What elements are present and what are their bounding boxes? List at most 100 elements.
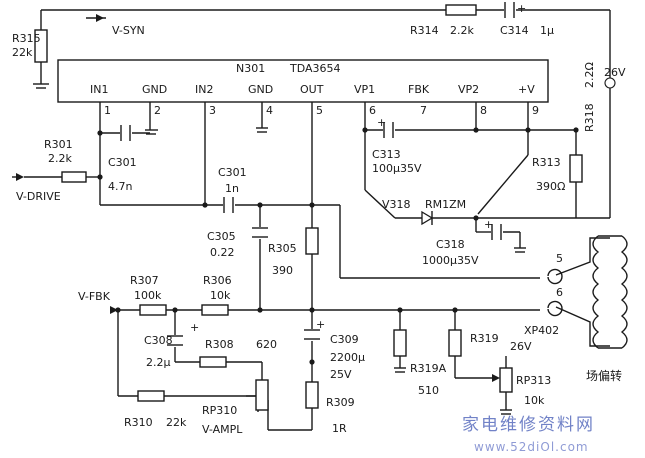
svg-text:R314: R314: [410, 24, 439, 37]
svg-text:2.2μ: 2.2μ: [146, 356, 171, 369]
svg-text:2.2k: 2.2k: [450, 24, 474, 37]
signal-26v-mid: 26V: [510, 340, 532, 353]
svg-text:510: 510: [418, 384, 439, 397]
svg-text:4.7n: 4.7n: [108, 180, 132, 193]
capacitor-c318: + C318 1000μ35V: [422, 218, 503, 267]
svg-text:1R: 1R: [332, 422, 347, 435]
svg-text:+: +: [517, 2, 526, 15]
watermark-title: 家电维修资料网: [462, 415, 595, 435]
svg-text:0.22: 0.22: [210, 246, 235, 259]
pin-number-4: 4: [266, 104, 273, 117]
svg-text:1n: 1n: [225, 182, 239, 195]
svg-text:R309: R309: [326, 396, 355, 409]
resistor-r309: R309 1R: [305, 381, 355, 435]
svg-text:C318: C318: [436, 238, 465, 251]
svg-text:100μ35V: 100μ35V: [372, 162, 422, 175]
svg-text:R319A: R319A: [410, 362, 447, 375]
ic-part-number: TDA3654: [289, 62, 341, 75]
svg-text:C313: C313: [372, 148, 401, 161]
potentiometer-rp310: RP310: [202, 379, 269, 417]
svg-text:C308: C308: [144, 334, 173, 347]
capacitor-c314: + C314 1μ: [500, 2, 554, 37]
pin-label-in1: IN1: [90, 83, 108, 96]
pin-number-5: 5: [316, 104, 323, 117]
resistor-r313: R313 390Ω: [532, 154, 583, 193]
svg-text:C309: C309: [330, 333, 359, 346]
watermark-url: www.52diOl.com: [474, 440, 589, 454]
supply-terminal-top: [604, 77, 616, 89]
pin-number-6: 6: [369, 104, 376, 117]
svg-text:6: 6: [556, 286, 563, 299]
svg-text:R308: R308: [205, 338, 234, 351]
resistor-r319a: R319A 510: [393, 329, 447, 397]
ic-body: [57, 59, 549, 103]
ic-ref: N301: [236, 62, 265, 75]
resistor-r308: R308 620: [199, 338, 277, 368]
svg-text:2200μ: 2200μ: [330, 351, 365, 364]
signal-v-syn: V-SYN: [112, 24, 145, 37]
svg-text:2.2k: 2.2k: [48, 152, 72, 165]
svg-text:RP313: RP313: [516, 374, 551, 387]
svg-text:C301: C301: [108, 156, 137, 169]
pin-label-vp2: VP2: [458, 83, 479, 96]
capacitor-c309: + C309 2200μ 25V: [303, 318, 365, 381]
pin-label-fbk: FBK: [408, 83, 430, 96]
svg-text:R313: R313: [532, 156, 561, 169]
wiring: [12, 9, 611, 431]
svg-text:390Ω: 390Ω: [536, 180, 565, 193]
capacitor-c313: + C313 100μ35V: [372, 116, 422, 175]
signal-v-drive: V-DRIVE: [16, 190, 61, 203]
pin-label-in2: IN2: [195, 83, 213, 96]
svg-text:V318: V318: [382, 198, 411, 211]
svg-text:R310: R310: [124, 416, 153, 429]
svg-text:1μ: 1μ: [540, 24, 554, 37]
svg-text:1000μ35V: 1000μ35V: [422, 254, 479, 267]
capacitor-c305: C305 0.22: [207, 227, 269, 259]
svg-text:R319: R319: [470, 332, 499, 345]
ic-n301: N301 TDA3654 IN1 GND IN2 GND OUT VP1 FBK…: [57, 59, 549, 117]
resistor-r306: R306 10k: [201, 274, 232, 316]
signal-v-fbk: V-FBK: [78, 290, 111, 303]
svg-text:R307: R307: [130, 274, 159, 287]
svg-text:R306: R306: [203, 274, 232, 287]
potentiometer-rp313: RP313 10k: [492, 367, 551, 407]
resistor-r315: R315 22k: [12, 29, 48, 63]
svg-text:5: 5: [556, 252, 563, 265]
diode-v318: V318 RM1ZM: [382, 198, 466, 226]
svg-text:C314: C314: [500, 24, 529, 37]
svg-text:2.2Ω: 2.2Ω: [583, 62, 596, 88]
svg-text:+: +: [484, 218, 493, 231]
pin-number-8: 8: [480, 104, 487, 117]
v-fbk-arrow: [110, 306, 118, 314]
resistor-r307: R307 100k: [130, 274, 167, 316]
svg-text:100k: 100k: [134, 289, 162, 302]
svg-text:+: +: [190, 321, 199, 334]
svg-text:620: 620: [256, 338, 277, 351]
capacitor-c301-4n7: C301 4.7n: [108, 124, 137, 193]
svg-text:RM1ZM: RM1ZM: [425, 198, 466, 211]
svg-text:R301: R301: [44, 138, 73, 151]
svg-text:场偏转: 场偏转: [586, 368, 622, 383]
svg-text:10k: 10k: [210, 289, 231, 302]
pin-label-vp1: VP1: [354, 83, 375, 96]
resistor-r318: R318 2.2Ω: [583, 62, 596, 132]
resistor-r314: R314 2.2k: [410, 4, 477, 37]
watermark: 家电维修资料网 www.52diOl.com: [462, 415, 595, 454]
svg-text:R315: R315: [12, 32, 41, 45]
pin-number-3: 3: [209, 104, 216, 117]
svg-text:XP402: XP402: [524, 324, 559, 337]
capacitor-c308: + C308 2.2μ: [144, 321, 199, 369]
svg-text:25V: 25V: [330, 368, 352, 381]
svg-text:10k: 10k: [524, 394, 545, 407]
signal-26v-top: 26V: [604, 66, 626, 79]
svg-text:+: +: [377, 116, 386, 129]
pin-label-vplus: +V: [518, 83, 535, 96]
capacitor-c301-1n: C301 1n: [218, 166, 247, 214]
svg-text:+: +: [316, 318, 325, 331]
svg-text:390: 390: [272, 264, 293, 277]
resistor-r319: R319: [448, 329, 499, 357]
deflection-yoke-coil: 场偏转: [586, 235, 628, 383]
svg-text:R305: R305: [268, 242, 297, 255]
svg-text:C305: C305: [207, 230, 236, 243]
